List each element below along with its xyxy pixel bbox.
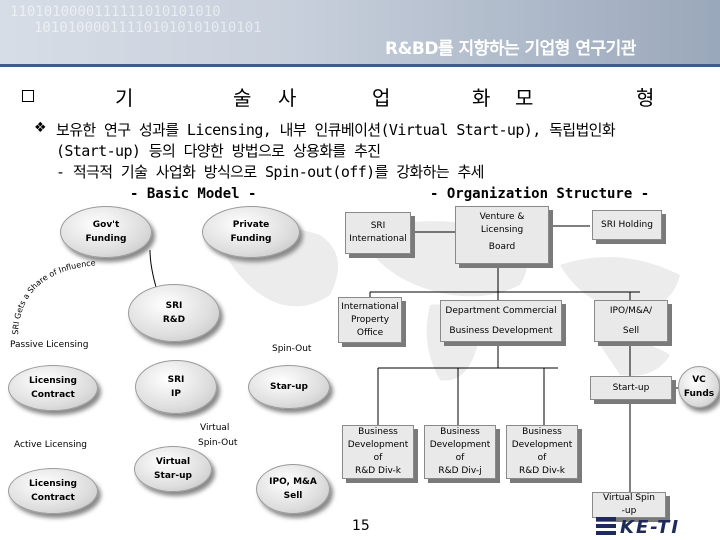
svg-text:SRI Gets a Share of Influence: SRI Gets a Share of Influence And Stake xyxy=(0,250,99,335)
basic-model-label: - Basic Model - xyxy=(130,186,257,202)
page-number: 15 xyxy=(352,518,370,534)
venture-licensing-board-box: Venture &Licensing Board xyxy=(455,206,549,264)
active-licensing-label: Active Licensing xyxy=(14,440,88,450)
start-up-box: Start-up xyxy=(590,376,672,400)
title-char: 업 xyxy=(372,86,391,110)
keti-logo: KE-TI xyxy=(620,517,681,538)
logo-bar xyxy=(596,517,616,521)
header-divider xyxy=(0,64,720,67)
sri-holding-box: SRI Holding xyxy=(592,210,662,240)
curved-influence-text: SRI Gets a Share of Influence And Stake xyxy=(0,250,99,335)
title-char: 화 xyxy=(472,86,491,110)
title-char: 형 xyxy=(636,86,655,110)
ipo-ma-sell-box: IPO/M&A/Sell xyxy=(594,300,668,342)
checkbox-icon xyxy=(22,90,34,102)
spin-out-center-label: Spin-Out xyxy=(272,344,312,354)
bullet-line-2: (Start-up) 등의 다양한 방법으로 상용화를 추진 xyxy=(56,142,381,160)
bullet-line-1: 보유한 연구 성과를 Licensing, 내부 인큐베이션(Virtual S… xyxy=(56,121,616,139)
diamond-bullet-icon: ❖ xyxy=(34,120,47,136)
virtual-label: Virtual xyxy=(200,423,230,433)
passive-licensing-label: Passive Licensing xyxy=(10,340,89,350)
title-char: 사 xyxy=(278,86,297,110)
bullet-line-3: - 적극적 기술 사업화 방식으로 Spin-out(off)를 강화하는 추세 xyxy=(56,163,484,181)
organization-structure-label: - Organization Structure - xyxy=(430,186,650,202)
logo-bar xyxy=(596,524,616,528)
logo-bar xyxy=(596,531,616,535)
title-char: 모 xyxy=(515,86,534,110)
title-char: 술 xyxy=(233,86,252,110)
title-char: 기 xyxy=(115,86,134,110)
star-up-node: Star-up xyxy=(248,365,330,409)
header-title: R&BD를 지향하는 기업형 연구기관 xyxy=(385,39,636,59)
virtual-spinout-label: Spin-Out xyxy=(198,438,238,448)
virtual-spin-up-box: Virtual Spin-up xyxy=(592,492,666,518)
